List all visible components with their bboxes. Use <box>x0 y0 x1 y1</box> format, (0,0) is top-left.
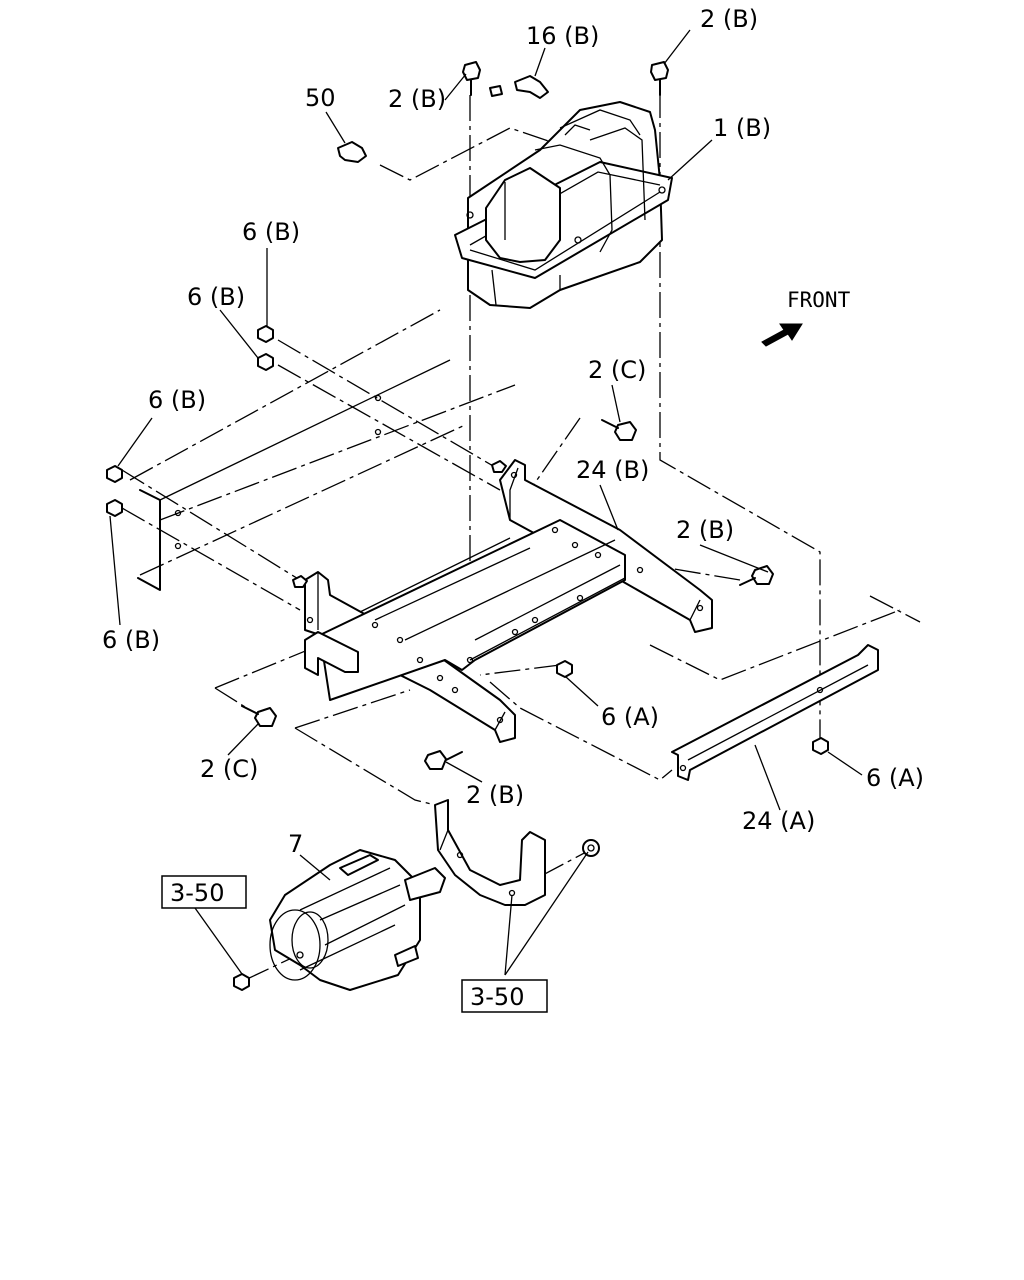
bracket-bolt-lower <box>292 575 308 588</box>
bolt-2b-bottom <box>424 750 463 770</box>
label-6b-2: 6 (B) <box>187 283 245 311</box>
label-6a-center: 6 (A) <box>601 703 659 731</box>
label-24a: 24 (A) <box>742 807 815 835</box>
bolt-2b-top-left <box>462 61 481 96</box>
label-2b-right: 2 (B) <box>676 516 734 544</box>
ref-label-left[interactable]: 3-50 <box>170 879 224 907</box>
fuel-filter <box>269 849 446 991</box>
frame-rail <box>137 359 451 591</box>
label-6b-3: 6 (B) <box>148 386 206 414</box>
nut-filter-left <box>233 973 250 991</box>
ref-label-right[interactable]: 3-50 <box>470 983 524 1011</box>
nut-6a-center <box>556 660 573 678</box>
label-16b: 16 (B) <box>526 22 599 50</box>
label-2b-top-right: 2 (B) <box>700 5 758 33</box>
label-6b-4: 6 (B) <box>102 626 160 654</box>
nut-6b-3 <box>106 465 123 483</box>
label-2b-top-left: 2 (B) <box>388 85 446 113</box>
fuel-tank <box>454 101 673 309</box>
label-2c-right: 2 (C) <box>588 356 646 384</box>
nut-6b-2 <box>257 353 274 371</box>
leader-lines <box>109 29 863 976</box>
washer-3-50 <box>582 839 600 857</box>
hose-fitting-16b <box>489 75 549 99</box>
label-6b-1: 6 (B) <box>242 218 300 246</box>
labels: 2 (B) 16 (B) 2 (B) 50 1 (B) 6 (B) 6 (B) … <box>102 5 924 1011</box>
bracket-bolt-upper <box>491 460 507 473</box>
bolt-2b-top-right <box>650 61 669 96</box>
bolt-2c-right <box>601 419 637 441</box>
strap-bracket <box>671 644 879 781</box>
front-arrow-icon <box>761 323 803 347</box>
fasteners <box>106 61 829 991</box>
nut-6b-1 <box>257 325 274 343</box>
label-2b-bottom: 2 (B) <box>466 781 524 809</box>
label-24b: 24 (B) <box>576 456 649 484</box>
label-7: 7 <box>288 830 303 858</box>
label-front: FRONT <box>787 288 851 312</box>
bracket-assembly <box>304 459 713 743</box>
bolt-2c-left <box>241 705 277 727</box>
filter-mount-bracket <box>434 799 546 906</box>
label-2c-left: 2 (C) <box>200 755 258 783</box>
ref-box-right <box>461 979 548 1013</box>
nut-6b-4 <box>106 499 123 517</box>
fitting-50 <box>337 141 367 163</box>
label-50: 50 <box>305 84 336 112</box>
label-1b: 1 (B) <box>713 114 771 142</box>
nut-6a-right <box>812 737 829 755</box>
ref-box-left <box>161 875 247 909</box>
label-6a-right: 6 (A) <box>866 764 924 792</box>
bolt-2b-right <box>739 565 774 586</box>
